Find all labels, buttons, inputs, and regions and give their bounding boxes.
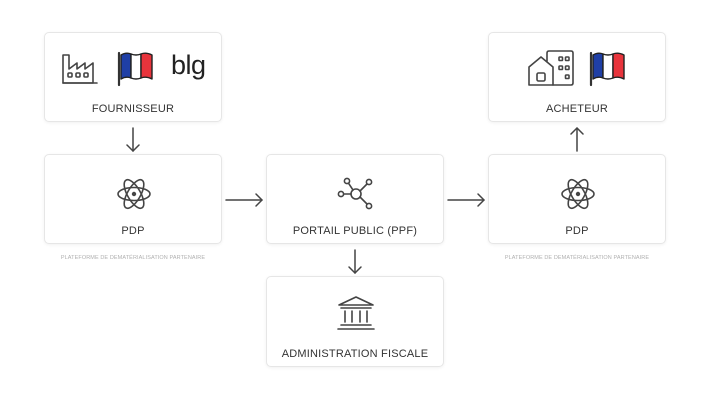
network-hub-icon [337,177,373,210]
portal-label: PORTAIL PUBLIC (PPF) [292,225,418,237]
buyer-label: ACHETEUR [545,103,609,115]
arrow-right-pdp-portal [225,193,263,207]
france-flag-icon [589,51,625,87]
arrow-down-supplier-pdp [126,127,140,152]
atom-icon [561,178,595,210]
supplier-node: blg FOURNISSEUR [44,32,222,122]
factory-icon [62,54,98,84]
pdp-right-node: PDP [488,154,666,244]
arrow-right-portal-pdp [447,193,485,207]
pdp-left-node: PDP [44,154,222,244]
portal-node: PORTAIL PUBLIC (PPF) [266,154,444,244]
france-flag-icon [117,51,153,87]
arrow-up-pdp-buyer [570,127,584,152]
pdp-right-caption: PLATEFORME DE DEMATÉRIALISATION PARTENAI… [504,255,650,261]
bank-building-icon [337,296,375,330]
arrow-down-portal-tax [348,249,362,274]
pdp-left-caption: PLATEFORME DE DEMATÉRIALISATION PARTENAI… [60,255,206,261]
tax-label: ADMINISTRATION FISCALE [281,348,429,360]
buyer-node: ACHETEUR [488,32,666,122]
pdp-left-label: PDP [121,225,145,237]
brand-logo-text: blg [171,50,206,80]
tax-node: ADMINISTRATION FISCALE [266,276,444,367]
buildings-icon [528,50,574,86]
atom-icon [117,178,151,210]
pdp-right-label: PDP [565,225,589,237]
supplier-label: FOURNISSEUR [91,103,175,115]
